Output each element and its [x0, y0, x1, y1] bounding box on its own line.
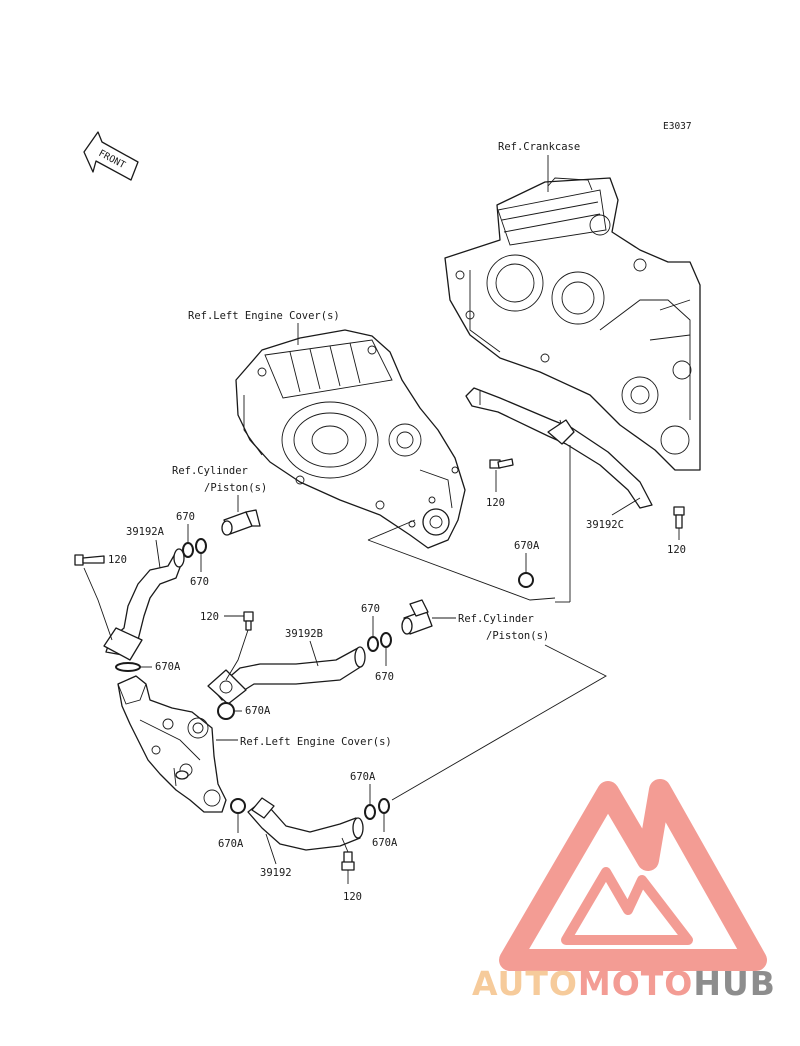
- o-ring-670: [367, 636, 379, 652]
- o-ring-670a: [364, 804, 376, 820]
- part-label-670-upper-b: 670: [190, 576, 209, 588]
- pipe-fitting-upper: [221, 509, 261, 536]
- coolant-pipe-39192b: [207, 646, 366, 705]
- part-label-39192c: 39192C: [586, 519, 624, 531]
- part-label-120-top-mid: 120: [486, 497, 505, 509]
- front-arrow-icon: FRONT: [83, 131, 139, 181]
- ref-cylinder-2-line2: /Piston(s): [486, 630, 549, 642]
- part-label-670a-left: 670A: [155, 661, 181, 673]
- part-label-670-mid-b: 670: [375, 671, 394, 683]
- ref-cylinder-1-line2: /Piston(s): [204, 482, 267, 494]
- left-engine-cover-illustration: [235, 329, 466, 549]
- part-label-670a-lower-left: 670A: [218, 838, 244, 850]
- o-ring-670a: [217, 702, 235, 720]
- ref-left-engine-cover-top-label: Ref.Left Engine Cover(s): [188, 310, 340, 322]
- bolt-120-icon: [243, 611, 254, 631]
- ref-cylinder-1-line1: Ref.Cylinder: [172, 465, 248, 477]
- part-label-670a-lower-right-a: 670A: [350, 771, 376, 783]
- part-label-120-bottom: 120: [343, 891, 362, 903]
- o-ring-670a: [378, 798, 390, 814]
- automotohub-watermark: AUTOMOTOHUB: [472, 779, 776, 1003]
- o-ring-670: [182, 542, 194, 558]
- lower-engine-cover-illustration: [117, 675, 227, 813]
- bolt-120-icon: [489, 458, 514, 469]
- ref-crankcase-label: Ref.Crankcase: [498, 141, 580, 153]
- watermark-text-auto: AUTOMOTOHUB: [472, 964, 776, 1003]
- o-ring-670a: [230, 798, 246, 814]
- part-label-120-left: 120: [108, 554, 127, 566]
- part-label-39192: 39192: [260, 867, 292, 879]
- part-label-670a-center: 670A: [245, 705, 271, 717]
- ref-left-engine-cover-bottom-label: Ref.Left Engine Cover(s): [240, 736, 392, 748]
- o-ring-670a: [115, 662, 141, 672]
- part-label-39192a: 39192A: [126, 526, 165, 538]
- coolant-pipe-39192c: [465, 387, 653, 509]
- part-label-670-upper-a: 670: [176, 511, 195, 523]
- o-ring-670: [380, 632, 392, 648]
- part-label-39192b: 39192B: [285, 628, 323, 640]
- o-ring-670a: [518, 572, 534, 588]
- bolt-120-icon: [74, 554, 105, 566]
- diagram-code: E3037: [663, 121, 692, 132]
- bolt-120-icon: [673, 506, 685, 529]
- part-label-120-top-right: 120: [667, 544, 686, 556]
- part-label-670a-lower-right-b: 670A: [372, 837, 398, 849]
- bolt-120-icon: [341, 851, 355, 871]
- pipe-fitting-middle: [401, 599, 433, 635]
- part-label-670a-mid: 670A: [514, 540, 540, 552]
- coolant-pipe-39192a: [103, 548, 185, 661]
- crankcase-illustration: [444, 177, 701, 471]
- o-ring-670: [195, 538, 207, 554]
- part-label-670-mid-a: 670: [361, 603, 380, 615]
- part-label-120-center: 120: [200, 611, 219, 623]
- automotohub-logo-icon: [499, 779, 767, 971]
- ref-cylinder-2-line1: Ref.Cylinder: [458, 613, 534, 625]
- coolant-pipe-39192: [247, 797, 364, 851]
